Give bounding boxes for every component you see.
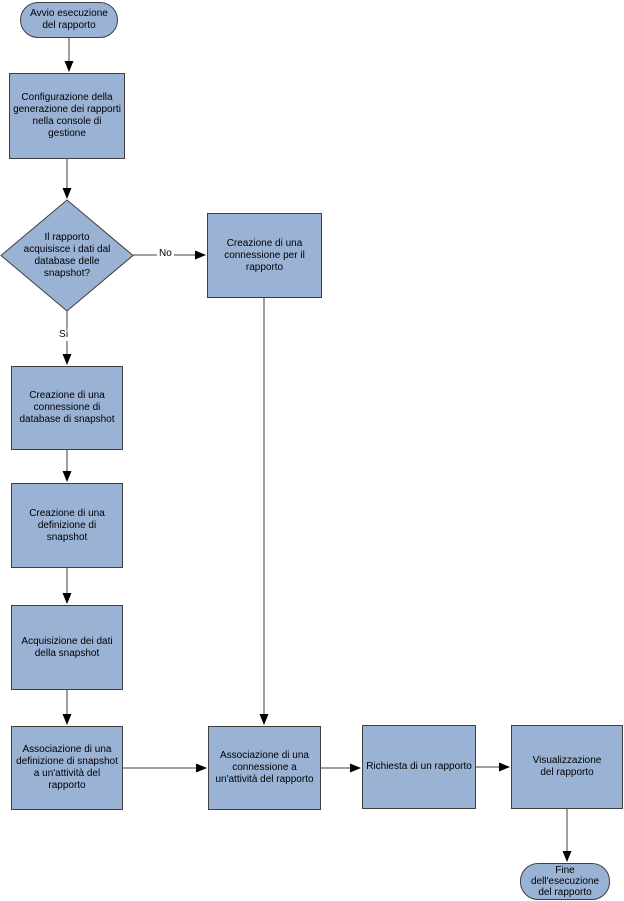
node-create-snapshot-definition: Creazione di una definizione di snapshot: [11, 483, 123, 568]
edge-label-no: No: [157, 248, 174, 260]
node-decision-label: Il rapporto acquisisce i dati dal databa…: [23, 231, 111, 279]
node-request-report: Richiesta di un rapporto: [362, 725, 476, 809]
node-start-terminator: Avvio esecuzione del rapporto: [20, 2, 118, 38]
node-acquire-snapshot-data: Acquisizione dei dati della snapshot: [11, 605, 123, 690]
node-create-snapshot-db-connection: Creazione di una connessione di database…: [11, 366, 123, 450]
node-create-report-connection: Creazione di una connessione per il rapp…: [207, 213, 322, 298]
node-view-report: Visualizzazione del rapporto: [511, 725, 623, 809]
node-associate-connection: Associazione di una connessione a un'att…: [208, 726, 321, 810]
node-end-terminator: Fine dell'esecuzione del rapporto: [520, 863, 610, 900]
node-associate-snapshot-definition: Associazione di una definizione di snaps…: [11, 726, 123, 810]
node-configure-process: Configurazione della generazione dei rap…: [9, 73, 125, 159]
edge-label-yes: Sì: [57, 329, 71, 341]
